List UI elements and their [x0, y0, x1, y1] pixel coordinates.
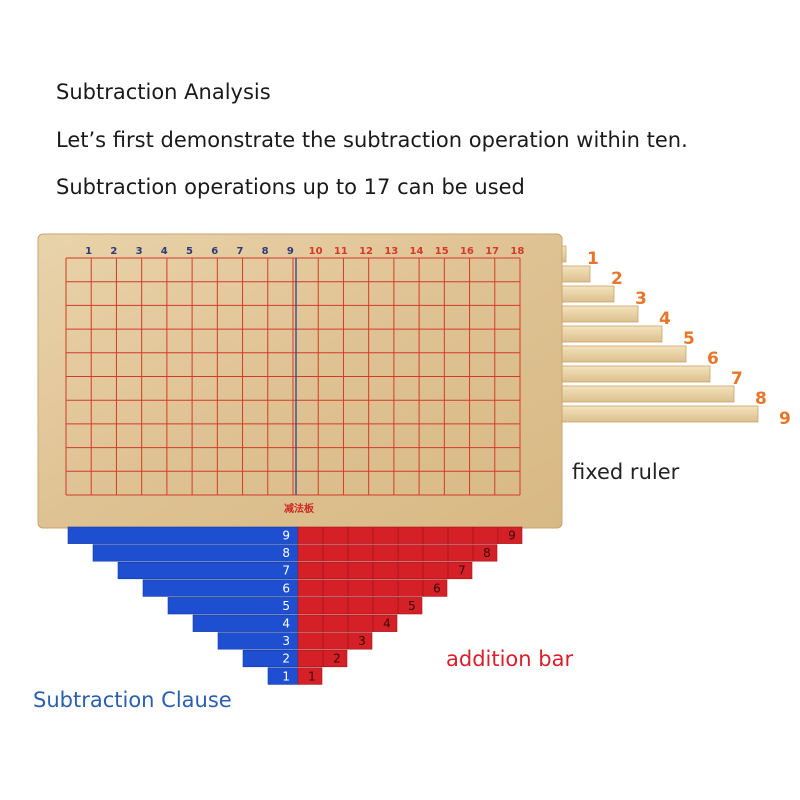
column-number: 17	[485, 246, 499, 257]
red-bar-number: 5	[408, 599, 416, 613]
board-stamp: 减法板	[284, 502, 315, 515]
ruler-number: 9	[779, 409, 791, 429]
red-addition-bar	[297, 561, 473, 580]
red-addition-bar	[297, 614, 398, 632]
column-number: 15	[435, 246, 449, 257]
addition-bar-label: addition bar	[446, 647, 574, 671]
column-number: 3	[136, 246, 143, 257]
column-number: 7	[236, 246, 243, 257]
blue-subtraction-bar	[142, 579, 299, 597]
column-number: 11	[334, 246, 348, 257]
column-number: 9	[287, 246, 294, 257]
red-addition-bar	[297, 544, 498, 562]
column-number: 14	[410, 246, 424, 257]
blue-bar-number: 8	[282, 546, 290, 560]
ruler-number: 7	[731, 369, 743, 389]
blue-subtraction-bar	[67, 526, 299, 544]
blue-bar-number: 7	[282, 564, 290, 578]
bar-staircase: 9 9 8 8 7 7 6 6 5 5 4 4 3 3 2 2 1 1	[67, 526, 523, 685]
blue-bar-number: 9	[282, 529, 290, 543]
caption-line-3: Subtraction operations up to 17 can be u…	[56, 175, 525, 199]
blue-subtraction-bar	[92, 544, 299, 562]
blue-subtraction-bar	[167, 597, 299, 615]
ruler-number: 5	[683, 329, 695, 349]
ruler-number: 4	[659, 309, 671, 329]
ruler-number: 3	[635, 289, 647, 309]
column-number: 5	[186, 246, 193, 257]
red-addition-bar	[297, 667, 323, 685]
red-addition-bar	[297, 632, 373, 650]
red-addition-bar	[297, 649, 348, 668]
red-bar-number: 3	[358, 634, 366, 648]
column-number: 18	[510, 246, 524, 257]
blue-bar-number: 2	[282, 652, 290, 666]
red-addition-bar	[297, 579, 448, 597]
red-bar-number: 7	[458, 564, 466, 578]
red-bar-number: 6	[433, 581, 441, 595]
ruler-number: 6	[707, 349, 719, 369]
blue-subtraction-bar	[117, 561, 299, 580]
red-bar-number: 9	[508, 529, 516, 543]
red-bar-number: 2	[333, 652, 341, 666]
column-number: 2	[110, 246, 117, 257]
blue-bar-number: 6	[282, 581, 290, 595]
ruler-number: 2	[611, 269, 623, 289]
fixed-ruler-stick	[539, 385, 735, 403]
fixed-ruler-label: fixed ruler	[572, 460, 680, 484]
column-number: 12	[359, 246, 373, 257]
red-addition-bar	[297, 526, 523, 544]
column-number: 13	[384, 246, 398, 257]
board-grid	[65, 257, 521, 496]
column-number: 6	[211, 246, 218, 257]
fixed-ruler-stairs	[539, 245, 759, 423]
blue-bar-number: 4	[282, 617, 290, 631]
column-number: 1	[85, 246, 92, 257]
caption-line-2: Let’s first demonstrate the subtraction …	[56, 128, 688, 152]
column-number: 10	[309, 246, 323, 257]
blue-bar-number: 5	[282, 599, 290, 613]
blue-bar-number: 1	[282, 669, 290, 683]
red-addition-bar	[297, 597, 423, 615]
column-number: 16	[460, 246, 474, 257]
subtraction-clause-label: Subtraction Clause	[33, 688, 232, 712]
red-bar-number: 8	[483, 546, 491, 560]
red-bar-number: 1	[308, 669, 316, 683]
column-number: 4	[161, 246, 168, 257]
column-number: 8	[262, 246, 269, 257]
caption-title: Subtraction Analysis	[56, 80, 271, 104]
ruler-number: 8	[755, 389, 767, 409]
fixed-ruler-stick	[539, 405, 759, 423]
red-bar-number: 4	[383, 617, 391, 631]
ruler-number: 1	[587, 249, 599, 269]
fixed-ruler-stick	[539, 365, 711, 383]
blue-bar-number: 3	[282, 634, 290, 648]
